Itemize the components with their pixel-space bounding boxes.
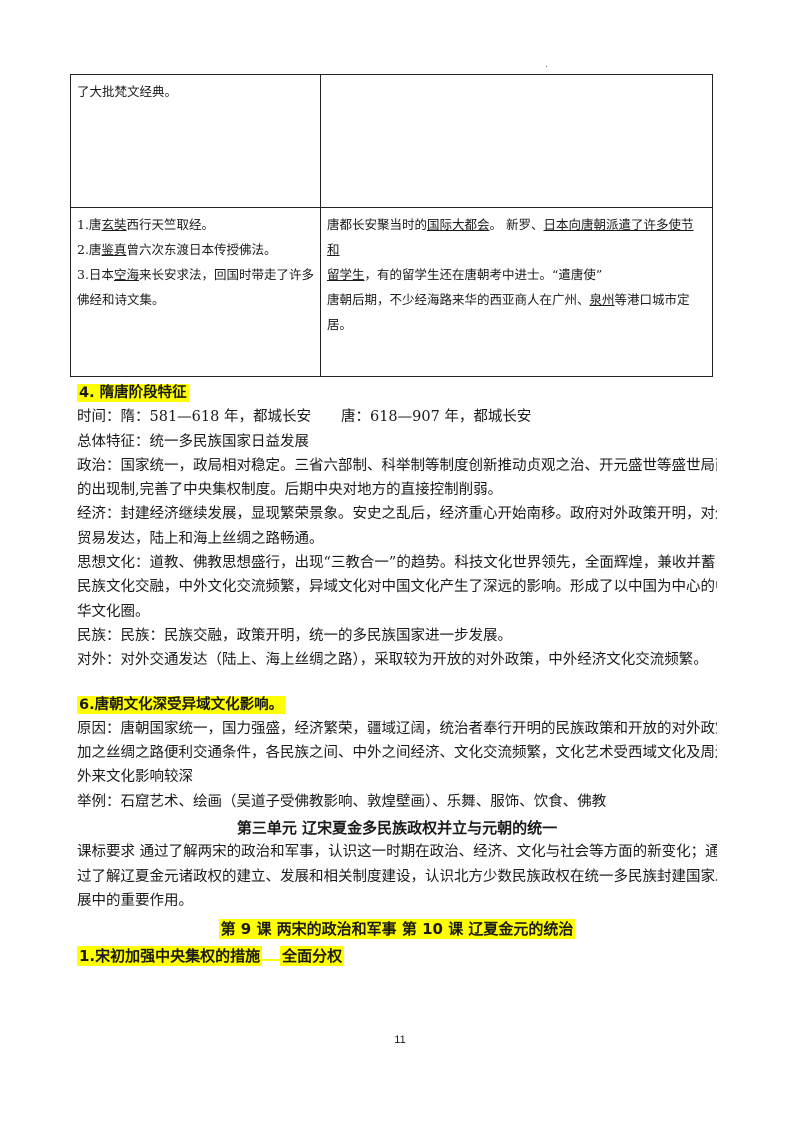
key-point-heading: 1.宋初加强中央集权的措施全面分权 xyxy=(77,945,345,966)
text-line: 留学生，有的留学生还在唐朝考中进士。“遣唐使” xyxy=(327,267,603,282)
text-line: 唐都长安聚当时的国际大都会。 新罗、日本向唐朝派遣了许多使节和 xyxy=(327,217,694,257)
text-line: 华文化圈。 xyxy=(77,603,150,620)
text-line: 经济：封建经济继续发展，显现繁荣景象。安史之乱后，经济重心开始南移。政府对外政策… xyxy=(77,506,717,523)
table-row: 1.唐玄奘西行天竺取经。 2.唐鉴真曾六次东渡日本传授佛法。 3.日本空海来长安… xyxy=(70,207,713,377)
text-line: 总体特征：统一多民族国家日益发展 xyxy=(77,433,309,450)
list-item: 1.唐玄奘西行天竺取经。 xyxy=(77,217,214,232)
list-item: 2.唐鉴真曾六次东渡日本传授佛法。 xyxy=(77,242,277,257)
list-item: 佛经和诗文集。 xyxy=(77,292,165,307)
culture-exchange-table: 了大批梵文经典。 1.唐玄奘西行天竺取经。 2.唐鉴真曾六次东渡日本传授佛法。 … xyxy=(70,74,713,377)
lesson-title: 第 9 课 两宋的政治和军事 第 10 课 辽夏金元的统治 xyxy=(218,919,576,940)
text-line: 的出现制,完善了中央集权制度。后期中央对地方的直接控制削弱。 xyxy=(77,482,503,499)
text-line: 过了解辽夏金元诸政权的建立、发展和相关制度建设，认识北方少数民族政权在统一多民族… xyxy=(77,868,717,885)
document-body: 4. 隋唐阶段特征 时间：隋：581—618 年，都城长安唐：618—907 年… xyxy=(77,381,717,968)
page-number: 11 xyxy=(394,1034,406,1046)
corner-mark: · xyxy=(545,62,549,73)
text-line: 民族文化交融，中外文化交流频繁，异域文化对中国文化产生了深远的影响。形成了以中国… xyxy=(77,579,717,596)
text-line: 原因：唐朝国家统一，国力强盛，经济繁荣，疆域辽阔，统治者奉行开明的民族政策和开放… xyxy=(77,720,717,737)
text-line: 展中的重要作用。 xyxy=(77,892,193,909)
text-line: 举例：石窟艺术、绘画（吴道子受佛教影响、敦煌壁画）、乐舞、服饰、饮食、佛教 xyxy=(77,793,607,810)
table-cell xyxy=(320,74,713,208)
text-line: 政治：国家统一，政局相对稳定。三省六部制、科举制等制度创新推动贞观之治、开元盛世… xyxy=(77,457,717,474)
text-line: 民族：民族：民族交融，政策开明，统一的多民族国家进一步发展。 xyxy=(77,627,512,644)
table-cell: 1.唐玄奘西行天竺取经。 2.唐鉴真曾六次东渡日本传授佛法。 3.日本空海来长安… xyxy=(70,207,321,377)
table-row: 了大批梵文经典。 xyxy=(70,74,713,208)
text-line: 思想文化：道教、佛教思想盛行，出现“三教合一”的趋势。科技文化世界领先，全面辉煌… xyxy=(77,555,716,572)
section-heading: 6.唐朝文化深受异域文化影响。 xyxy=(77,695,286,714)
table-cell: 了大批梵文经典。 xyxy=(70,74,321,208)
text-line: 贸易发达，陆上和海上丝绸之路畅通。 xyxy=(77,530,324,547)
text-line: 加之丝绸之路便利交通条件，各民族之间、中外之间经济、文化交流频繁，文化艺术受西域… xyxy=(77,745,717,762)
table-cell: 唐都长安聚当时的国际大都会。 新罗、日本向唐朝派遣了许多使节和 留学生，有的留学… xyxy=(320,207,713,377)
text-line: 唐朝后期，不少经海路来华的西亚商人在广州、泉州等港口城市定居。 xyxy=(327,292,690,332)
text-line: 外来文化影响较深 xyxy=(77,769,193,786)
unit-title: 第三单元 辽宋夏金多民族政权并立与元朝的统一 xyxy=(236,819,558,838)
time-line: 时间：隋：581—618 年，都城长安唐：618—907 年，都城长安 xyxy=(77,409,532,426)
section-heading: 4. 隋唐阶段特征 xyxy=(77,384,189,402)
text-line: 课标要求 通过了解两宋的政治和军事，认识这一时期在政治、经济、文化与社会等方面的… xyxy=(77,844,717,861)
text-line: 对外：对外交通发达（陆上、海上丝绸之路），采取较为开放的对外政策，中外经济文化交… xyxy=(77,652,708,669)
list-item: 3.日本空海来长安求法，回国时带走了许多 xyxy=(77,267,314,282)
